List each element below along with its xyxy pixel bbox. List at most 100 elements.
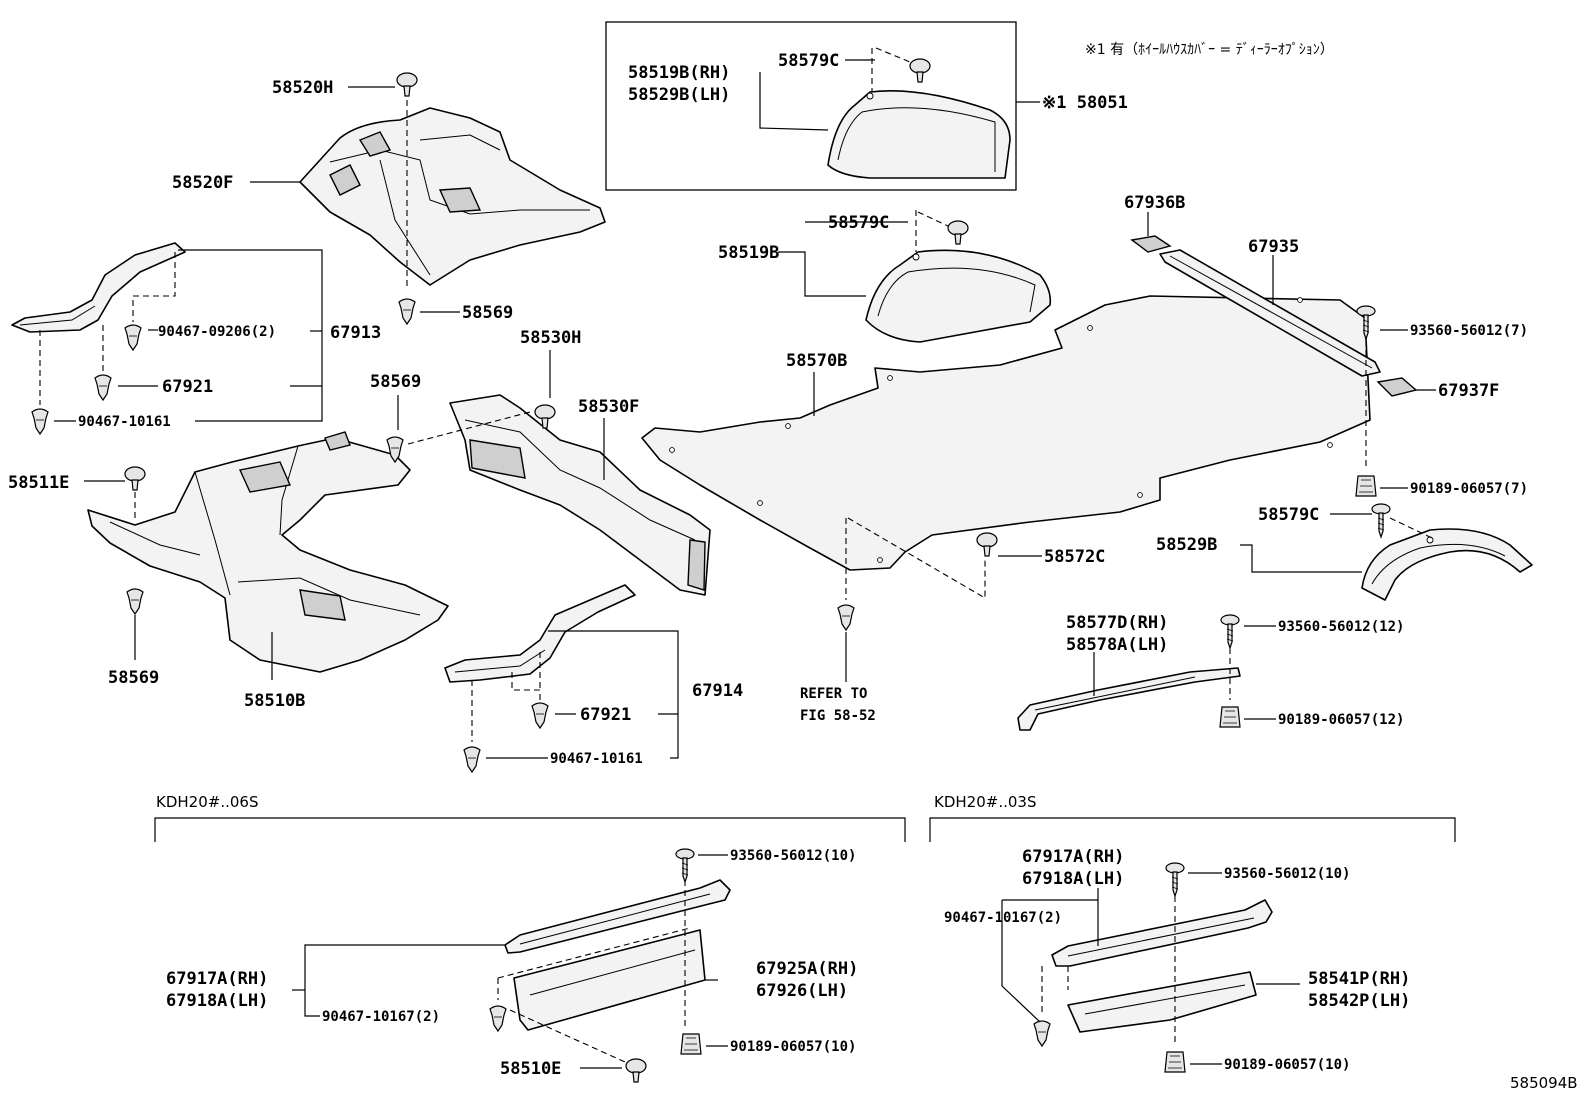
clip-58572c [976,532,998,557]
clip-58569-a [398,298,416,325]
label-67925a-rh: 67925A(RH) [756,959,858,979]
label-90189-06057-7: 90189-06057(7) [1410,481,1528,497]
label-67921-a: 67921 [162,377,213,397]
label-90467-10161-a: 90467-10161 [78,414,171,430]
clip-90467-09206 [124,324,142,351]
label-58519b: 58519B [718,243,779,263]
label-58520f: 58520F [172,173,233,193]
label-58569-b: 58569 [370,372,421,392]
label-90467-10167-b: 90467-10167(2) [944,910,1062,926]
label-93560-56012-7: 93560-56012(7) [1410,323,1528,339]
label-58579c-mid: 58579C [828,213,889,233]
label-58572c: 58572C [1044,547,1105,567]
center-carpet-58530f [449,394,711,596]
clip-58579c-r [1371,503,1391,538]
wheel-house-cover-part [827,90,1011,179]
label-58519b-rh: 58519B(RH) [628,63,730,83]
clip-90189-06057-12 [1219,706,1241,728]
clip-90189-06057-10-a [680,1033,702,1055]
label-90467-10167-a: 90467-10167(2) [322,1009,440,1025]
clip-90467-10161-a [31,408,49,435]
clip-58569-c [126,588,144,615]
dealer-option-note: ※1 有（ﾎｲｰﾙﾊｳｽｶﾊﾞｰ = ﾃﾞｨｰﾗｰｵﾌﾟｼｮﾝ） [1085,42,1334,58]
label-58579c-r: 58579C [1258,505,1319,525]
label-kdh20-03s: KDH20#..03S [934,793,1036,811]
cap-67937f [1376,377,1418,397]
label-90189-06057-12: 90189-06057(12) [1278,712,1404,728]
label-58511e: 58511E [8,473,69,493]
label-90189-06057-10-b: 90189-06057(10) [1224,1057,1350,1073]
clip-58510e [625,1058,647,1083]
step-plate-67913 [11,242,186,333]
label-93560-56012-10-b: 93560-56012(10) [1224,866,1350,882]
clip-90467-10167-b [1033,1020,1051,1047]
clip-58511e [124,466,146,491]
figure-number: 585094B [1510,1074,1578,1092]
clip-58520h [396,72,418,97]
label-58510e: 58510E [500,1059,561,1079]
clip-58579c-box [909,58,931,83]
label-67914: 67914 [692,681,743,701]
label-67918a-lh-a: 67918A(LH) [166,991,268,1011]
group-bracket-03s [929,817,1456,842]
plate-67925a-67926 [513,929,706,1031]
rail-67935 [1159,249,1381,377]
cap-67936b [1130,235,1172,253]
label-58579c-box: 58579C [778,51,839,71]
label-67937f: 67937F [1438,381,1499,401]
label-58530h: 58530H [520,328,581,348]
floor-carpet-58520f [299,107,606,286]
label-58542p-lh: 58542P(LH) [1308,991,1410,1011]
label-kdh20-06s: KDH20#..06S [156,793,258,811]
label-58577d-rh: 58577D(RH) [1066,613,1168,633]
clip-90189-06057-7 [1355,475,1377,497]
label-58541p-rh: 58541P(RH) [1308,969,1410,989]
label-90467-09206: 90467-09206(2) [158,324,276,340]
label-58530f: 58530F [578,397,639,417]
clip-58579c-mid [947,220,969,245]
group-bracket-06s [154,817,906,842]
rear-floor-mat-58570b [641,295,1371,571]
clip-90467-10167-a [489,1005,507,1032]
label-90467-10161-b: 90467-10161 [550,751,643,767]
label-58051: ※1 58051 [1042,93,1128,113]
label-58520h: 58520H [272,78,333,98]
front-floor-carpet-58510b [87,431,449,673]
clip-67921-b [531,702,549,729]
label-67918a-lh-b: 67918A(LH) [1022,869,1124,889]
label-58569-c: 58569 [108,668,159,688]
label-58570b: 58570B [786,351,847,371]
strip-58577d-58578a [1017,667,1241,731]
label-90189-06057-10-a: 90189-06057(10) [730,1039,856,1055]
plate-58541p-58542p [1067,971,1257,1033]
label-58529b: 58529B [1156,535,1217,555]
step-plate-67914 [444,584,636,683]
scuff-plate-67917a-06s [504,879,731,954]
label-58529b-lh: 58529B(LH) [628,85,730,105]
wheel-house-cover-58529b [1361,528,1533,601]
clip-90467-10161-b [463,746,481,773]
label-67926-lh: 67926(LH) [756,981,848,1001]
label-67917a-rh-a: 67917A(RH) [166,969,268,989]
label-93560-56012-10-a: 93560-56012(10) [730,848,856,864]
label-67921-b: 67921 [580,705,631,725]
clip-93560-56012-10-a [675,848,695,883]
clip-refer-58-52 [837,604,855,631]
label-58510b: 58510B [244,691,305,711]
label-67935: 67935 [1248,237,1299,257]
clip-93560-56012-10-b [1165,862,1185,897]
label-refer-to: REFER TO [800,686,867,702]
scuff-plate-67917a-03s [1051,899,1273,967]
label-fig-58-52: FIG 58-52 [800,708,876,724]
clip-67921-a [94,374,112,401]
clip-90189-06057-10-b [1164,1051,1186,1073]
label-67936b: 67936B [1124,193,1185,213]
wheel-house-cover-58519b [865,249,1052,343]
label-58569-a: 58569 [462,303,513,323]
label-93560-56012-12: 93560-56012(12) [1278,619,1404,635]
label-67913: 67913 [330,323,381,343]
label-58578a-lh: 58578A(LH) [1066,635,1168,655]
wheel-house-cover-option-box [605,21,1017,191]
clip-93560-56012-12 [1220,614,1240,649]
